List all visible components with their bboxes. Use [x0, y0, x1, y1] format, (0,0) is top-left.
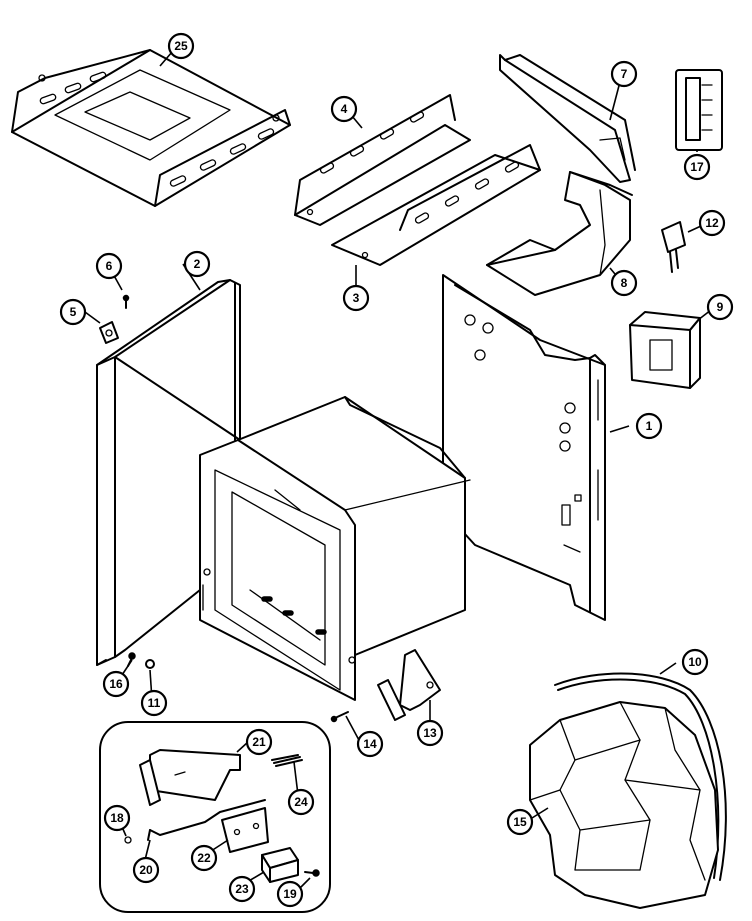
svg-text:1: 1: [646, 419, 653, 433]
svg-text:15: 15: [513, 815, 527, 829]
callout-2: 2: [183, 250, 211, 278]
callout-14: 14: [356, 730, 384, 758]
callout-17: 17: [683, 153, 711, 181]
svg-text:2: 2: [194, 257, 201, 271]
part-4-rail: [294, 94, 471, 226]
svg-text:4: 4: [341, 102, 348, 116]
svg-text:16: 16: [109, 677, 123, 691]
inset-panel: [99, 721, 331, 913]
part-14-screw: [330, 711, 349, 723]
oven-cavity: [199, 396, 471, 701]
callout-18: 18: [103, 804, 131, 832]
callout-24: 24: [287, 788, 315, 816]
svg-text:14: 14: [363, 737, 377, 751]
svg-text:5: 5: [70, 305, 77, 319]
svg-text:22: 22: [197, 851, 211, 865]
part-8-duct: [486, 171, 633, 296]
svg-text:20: 20: [139, 863, 153, 877]
svg-text:13: 13: [423, 726, 437, 740]
callout-12: 12: [698, 209, 726, 237]
callout-9: 9: [706, 293, 734, 321]
callout-1: 1: [635, 412, 663, 440]
callout-22: 22: [190, 844, 218, 872]
svg-text:8: 8: [621, 276, 628, 290]
svg-text:11: 11: [148, 696, 161, 710]
part-17-terminal-block: [675, 69, 723, 151]
callout-21: 21: [245, 728, 273, 756]
svg-text:24: 24: [294, 795, 308, 809]
svg-text:25: 25: [174, 39, 188, 53]
part-10-gasket: [554, 672, 727, 881]
part-5-clip: [99, 321, 119, 344]
svg-text:7: 7: [621, 67, 628, 81]
callout-20: 20: [132, 856, 160, 884]
part-13-bracket: [377, 649, 441, 721]
callout-15: 15: [506, 808, 534, 836]
callout-4: 4: [330, 95, 358, 123]
part-3-rail: [331, 144, 541, 266]
svg-text:6: 6: [106, 259, 113, 273]
part-12-connector: [661, 221, 686, 273]
callout-5: 5: [59, 298, 87, 326]
part-15-insulation: [529, 701, 719, 909]
part-6-screw: [122, 294, 130, 309]
callout-19: 19: [276, 880, 304, 908]
svg-text:23: 23: [235, 882, 249, 896]
svg-text:17: 17: [690, 160, 704, 174]
part-9-box: [629, 311, 701, 389]
svg-text:12: 12: [705, 216, 719, 230]
callout-8: 8: [610, 269, 638, 297]
callout-25: 25: [167, 32, 195, 60]
callout-23: 23: [228, 875, 256, 903]
callout-11: 11: [140, 689, 168, 717]
part-2-left-panel: [96, 279, 241, 666]
callout-10: 10: [681, 648, 709, 676]
svg-text:21: 21: [252, 735, 266, 749]
callout-13: 13: [416, 719, 444, 747]
svg-text:19: 19: [283, 887, 297, 901]
part-1-side-panel: [442, 274, 606, 621]
part-7-duct: [499, 54, 636, 183]
callout-16: 16: [102, 670, 130, 698]
svg-text:3: 3: [353, 291, 360, 305]
callout-7: 7: [610, 60, 638, 88]
part-11-nut: [145, 659, 155, 669]
part-25-top-tray: [11, 49, 291, 207]
svg-text:18: 18: [110, 811, 124, 825]
svg-text:9: 9: [717, 300, 724, 314]
callout-3: 3: [342, 284, 370, 312]
callout-6: 6: [95, 252, 123, 280]
svg-text:10: 10: [688, 655, 702, 669]
